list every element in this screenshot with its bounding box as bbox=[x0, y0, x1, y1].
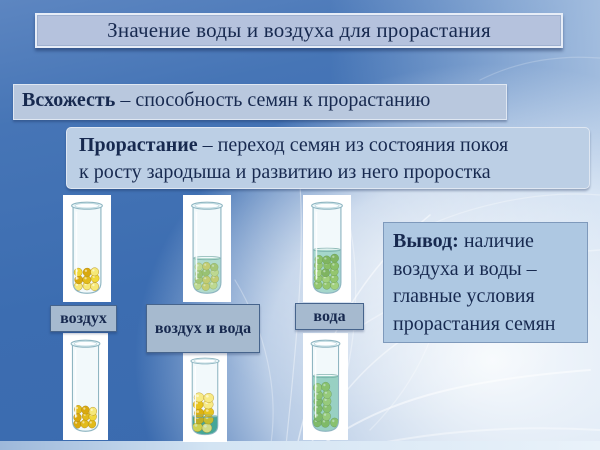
test-tube-air-dry-seeds-top-image bbox=[63, 195, 111, 302]
slide-title-text: Значение воды и воздуха для прорастания bbox=[107, 18, 491, 42]
conclusion: Вывод: наличие воздуха и воды – главные … bbox=[383, 222, 588, 343]
test-tube-air-and-water-bottom-image bbox=[183, 352, 227, 442]
definition-text: – способность семян к прорастанию bbox=[115, 89, 431, 111]
conclusion-text: наличие воздуха и воды – главные условия… bbox=[393, 230, 556, 335]
label-water: вода bbox=[295, 303, 364, 330]
definition-term: Прорастание bbox=[79, 134, 198, 156]
definition-germination-capacity: Всхожесть – способность семян к прораста… bbox=[13, 84, 507, 120]
conclusion-term: Вывод: bbox=[393, 230, 459, 252]
test-tube-water-bottom-image bbox=[303, 333, 348, 440]
definition-text-line1: – переход семян из состояния покоя bbox=[197, 134, 509, 156]
test-tube-air-and-water-top-image bbox=[183, 195, 231, 302]
bottom-strip bbox=[0, 441, 600, 450]
definition-germination: Прорастание – переход семян из состояния… bbox=[66, 127, 590, 189]
definition-term: Всхожесть bbox=[22, 89, 116, 111]
slide-title: Значение воды и воздуха для прорастания bbox=[35, 13, 563, 48]
label-air: воздух bbox=[50, 305, 117, 332]
test-tube-water-top-image bbox=[303, 195, 351, 302]
test-tube-air-dry-seeds-bottom-image bbox=[63, 333, 108, 440]
label-air-and-water: воздух и вода bbox=[146, 304, 260, 353]
definition-text-line2: к росту зародыша и развитию из него прор… bbox=[79, 161, 491, 183]
